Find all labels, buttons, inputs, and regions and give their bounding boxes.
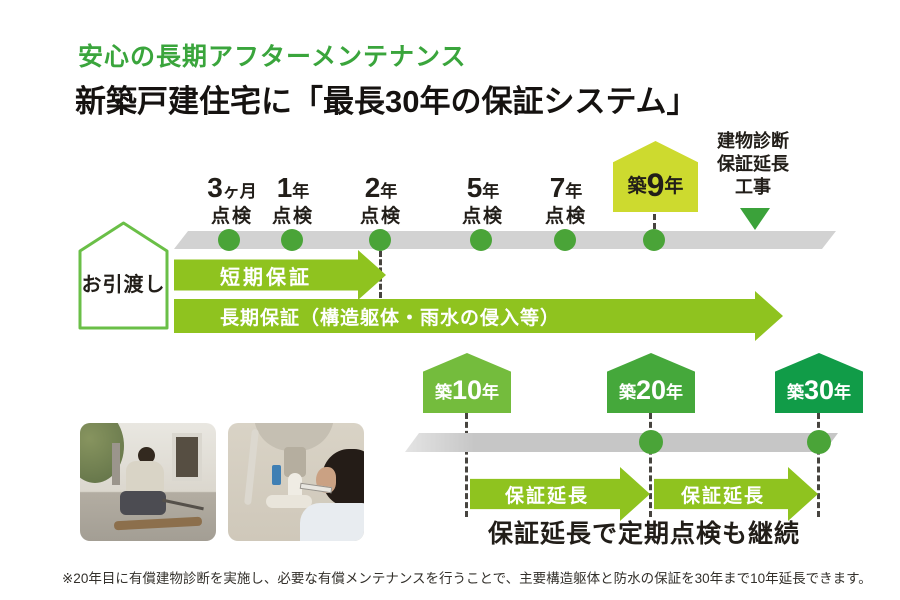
photo-valve [272, 465, 281, 485]
checkpoint-word: 点検 [210, 206, 254, 227]
footnote: ※20年目に有償建物診断を実施し、必要な有償メンテナンスを行うことで、主要構造躯… [62, 571, 872, 586]
photo-worker-legs [120, 491, 166, 515]
timeline-dot [281, 229, 303, 251]
extension-label: 保証延長 [680, 485, 765, 507]
long-warranty-arrow: 長期保証（構造躯体・雨水の侵入等） [174, 291, 783, 341]
dashed-connector-year30 [817, 413, 820, 517]
photo-exterior-foundation-inspection [80, 423, 216, 541]
checkpoint-term: 5年 [466, 172, 500, 203]
timeline-dot [807, 430, 831, 454]
timeline-bar-upper [174, 231, 836, 249]
timeline-dot [470, 229, 492, 251]
extension-arrow-2: 保証延長 [654, 467, 818, 521]
photo-pole [112, 443, 120, 485]
long-warranty-label: 長期保証（構造躯体・雨水の侵入等） [220, 307, 561, 329]
timeline-dot [369, 229, 391, 251]
checkpoint-term: 3ヶ月 [207, 172, 257, 203]
photo-worker-body [126, 461, 164, 495]
photo-under-sink-plumbing-inspection [228, 423, 364, 541]
photo-window [172, 433, 202, 481]
checkpoint-5year: 5年 点検 [462, 173, 504, 227]
checkpoint-term: 1年 [276, 172, 310, 203]
checkpoint-1year: 1年 点検 [272, 173, 314, 227]
handover-house: お引渡し [77, 221, 170, 331]
timeline-dot [643, 229, 665, 251]
dashed-connector-year10 [465, 413, 468, 517]
extension-label: 保証延長 [504, 485, 589, 507]
dashed-connector-year9 [653, 214, 656, 229]
handover-label: お引渡し [81, 274, 166, 296]
checkpoint-3months: 3ヶ月 点検 [207, 173, 257, 227]
checkpoint-2year: 2年 点検 [360, 173, 402, 227]
timeline-dot [218, 229, 240, 251]
extension-arrow-1: 保証延長 [470, 467, 650, 521]
dashed-connector-year20 [649, 413, 652, 517]
timeline-dot [554, 229, 576, 251]
short-warranty-arrow: 短期保証 [174, 250, 386, 300]
photo-pipe-horizontal [266, 495, 312, 508]
down-triangle-icon [740, 208, 770, 230]
checkpoint-term: 7年 [549, 172, 583, 203]
checkpoint-7year: 7年 点検 [545, 173, 587, 227]
extension-caption: 保証延長で定期点検も継続 [487, 520, 800, 548]
checkpoint-word: 点検 [359, 206, 403, 227]
short-warranty-label: 短期保証 [220, 266, 312, 289]
checkpoint-word: 点検 [271, 206, 315, 227]
house-outline-icon [78, 221, 169, 330]
photo-worker-shirt [300, 503, 364, 541]
page-title: 新築戸建住宅に「最長30年の保証システム」 [75, 84, 698, 119]
photo-worker-head [138, 447, 155, 464]
checkpoint-term: 2年 [364, 172, 398, 203]
page-subtitle: 安心の長期アフターメンテナンス [78, 43, 467, 71]
photo-drain-fitting [284, 447, 306, 477]
diagnosis-label: 建物診断 保証延長 工事 [717, 131, 789, 197]
checkpoint-word: 点検 [461, 206, 505, 227]
checkpoint-word: 点検 [544, 206, 588, 227]
timeline-dot [639, 430, 663, 454]
timeline-bar-lower [405, 433, 838, 452]
